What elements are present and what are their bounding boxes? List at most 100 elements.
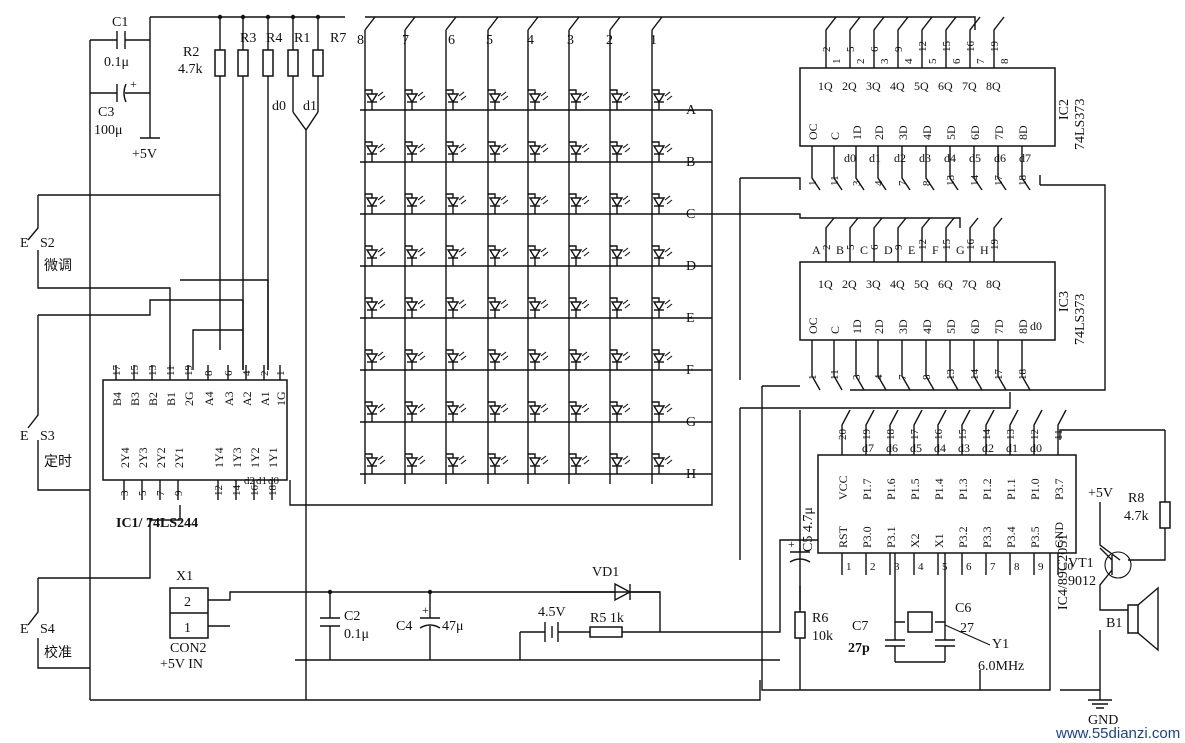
ic3-pin-number: 15 <box>941 239 953 251</box>
col-label-8: 8 <box>357 33 364 48</box>
led-matrix <box>360 16 700 484</box>
ic1-bus-d1: d1 <box>256 475 267 487</box>
row-label-h: H <box>686 467 696 482</box>
col-label-6: 6 <box>448 33 455 48</box>
ic1-pin-number: 11 <box>165 365 177 376</box>
ic2-pin-5q: 5Q <box>914 79 929 93</box>
led-diode <box>610 193 631 214</box>
c4-plus: + <box>422 603 429 617</box>
ic2-pin-number: 2 <box>855 59 867 65</box>
ic4-pin-number: 13 <box>1005 429 1017 441</box>
led-diode <box>405 141 426 162</box>
c1-value: 0.1μ <box>104 55 129 70</box>
s4-chinese-label: 校准 <box>44 644 72 661</box>
ic2-pin-number: 3 <box>879 58 891 64</box>
gnd-label: GND <box>1088 713 1118 728</box>
ic4-pin-number: 14 <box>981 429 993 441</box>
led-diode <box>528 141 549 162</box>
ic2-bus-d5: d5 <box>969 151 981 165</box>
ic3-pin-1q: 1Q <box>818 277 833 291</box>
led-diode <box>446 141 467 162</box>
ic2-pin-labels: 1Q212Q523Q634Q945Q1256Q1567Q1678Q198OC1C… <box>806 16 1031 191</box>
ic4-pin-x2: X2 <box>908 533 922 548</box>
led-diode <box>610 401 631 422</box>
ic3-pin-4q: 4Q <box>890 277 905 291</box>
ic4-pin-number: 7 <box>990 561 996 573</box>
col-label-4: 4 <box>527 33 534 48</box>
led-diode <box>569 349 590 370</box>
ic2-bus-d4: d4 <box>944 151 956 165</box>
ic1-pin-1y1: 1Y1 <box>266 447 280 468</box>
ic1-pin-number: 13 <box>147 365 159 377</box>
ic3-pin-number: 13 <box>945 369 957 381</box>
s3-label: S3 <box>40 429 55 444</box>
led-diode <box>528 297 549 318</box>
led-diode <box>569 297 590 318</box>
c6-label: C6 <box>955 601 971 616</box>
switch-s2: S2 微调 E <box>20 194 220 370</box>
switch-s3: S3 定时 E <box>20 299 243 491</box>
ic3-pin-number: 1 <box>807 375 819 381</box>
ic2-pin-4d: 4D <box>920 125 934 140</box>
led-diode <box>488 297 509 318</box>
ic3-pin-3q: 3Q <box>866 277 881 291</box>
ic2-pin-4q: 4Q <box>890 79 905 93</box>
ic3-pin-2q: 2Q <box>842 277 857 291</box>
ic2-pin-1q: 1Q <box>818 79 833 93</box>
ic1-pin-1y4: 1Y4 <box>212 447 226 468</box>
ic4-pin-number: 2 <box>870 561 876 573</box>
ic1-pin-number: 15 <box>129 365 141 377</box>
ic2-pin-1d: 1D <box>850 125 864 140</box>
r3-resistor <box>237 49 249 77</box>
con2-label: CON2 <box>170 641 207 656</box>
ic1-pin-labels: B417B315B213B1112G19A48A36A24A121G12Y432… <box>110 365 288 500</box>
led-diode <box>652 401 673 422</box>
ic3-pin-number: 16 <box>965 239 977 251</box>
ic2-pin-8d: 8D <box>1016 125 1030 140</box>
col-label-2: 2 <box>606 33 613 48</box>
vd1-label: VD1 <box>592 565 619 580</box>
ic4-pin-labels: VCC20P1.719P1.618P1.517P1.416P1.315P1.21… <box>836 409 1074 575</box>
column-wire <box>445 16 457 484</box>
ic1-bus-d2: d2 <box>244 475 255 487</box>
ic3-pin-number: 18 <box>1017 369 1029 381</box>
c5-plus: + <box>788 537 795 551</box>
ic1-pin-number: 5 <box>137 490 149 496</box>
ic1-pin-number: 18 <box>267 485 279 497</box>
r8-value: 4.7k <box>1124 509 1149 524</box>
ic1-label: IC1/ 74LS244 <box>116 516 198 531</box>
ic1-pin-2y1: 2Y1 <box>172 447 186 468</box>
ic4-pin-p1-6: P1.6 <box>884 478 898 500</box>
ic1-pin-number: 19 <box>183 365 195 377</box>
ic4-bus-d6: d6 <box>886 441 898 455</box>
col-label-5: 5 <box>486 33 493 48</box>
ic3-letter-e: E <box>908 243 915 257</box>
led-diode <box>365 453 386 474</box>
buzzer-driver: +5V R8 4.7k VT1 9012 B1 GND <box>1059 429 1171 728</box>
ic2-bus-d6: d6 <box>994 151 1006 165</box>
ic4-pin-number: 20 <box>837 429 849 441</box>
ic2-pin-number: 17 <box>993 175 1005 187</box>
ic3-pin-3d: 3D <box>896 319 910 334</box>
ic1-pin-1g: 1G <box>274 391 288 406</box>
ic2-bus-d3: d3 <box>919 151 931 165</box>
s3-key-glyph: E <box>20 429 29 444</box>
ic3-pin-5d: 5D <box>944 319 958 334</box>
led-diode <box>610 89 631 110</box>
ic4-pin-p1-7: P1.7 <box>860 478 874 500</box>
c7-capacitor: C7 27p <box>848 619 905 662</box>
r6-value: 10k <box>812 629 833 644</box>
ic4-pin-number: 19 <box>861 429 873 441</box>
col-label-1: 1 <box>650 33 657 48</box>
ic4-pin-p1-1: P1.1 <box>1004 478 1018 500</box>
matrix-row-labels: A B C D E F G H <box>686 103 697 482</box>
r2-resistor <box>214 49 226 77</box>
led-diode <box>488 141 509 162</box>
b1-label: B1 <box>1106 616 1122 631</box>
ic1-pin-number: 16 <box>249 485 261 497</box>
ic1-pin-number: 9 <box>173 490 185 496</box>
c3-capacitor: + C3 100μ +5V <box>90 17 160 162</box>
ic2-74ls373: IC2 74LS373 <box>799 67 1088 150</box>
led-diode <box>569 89 590 110</box>
